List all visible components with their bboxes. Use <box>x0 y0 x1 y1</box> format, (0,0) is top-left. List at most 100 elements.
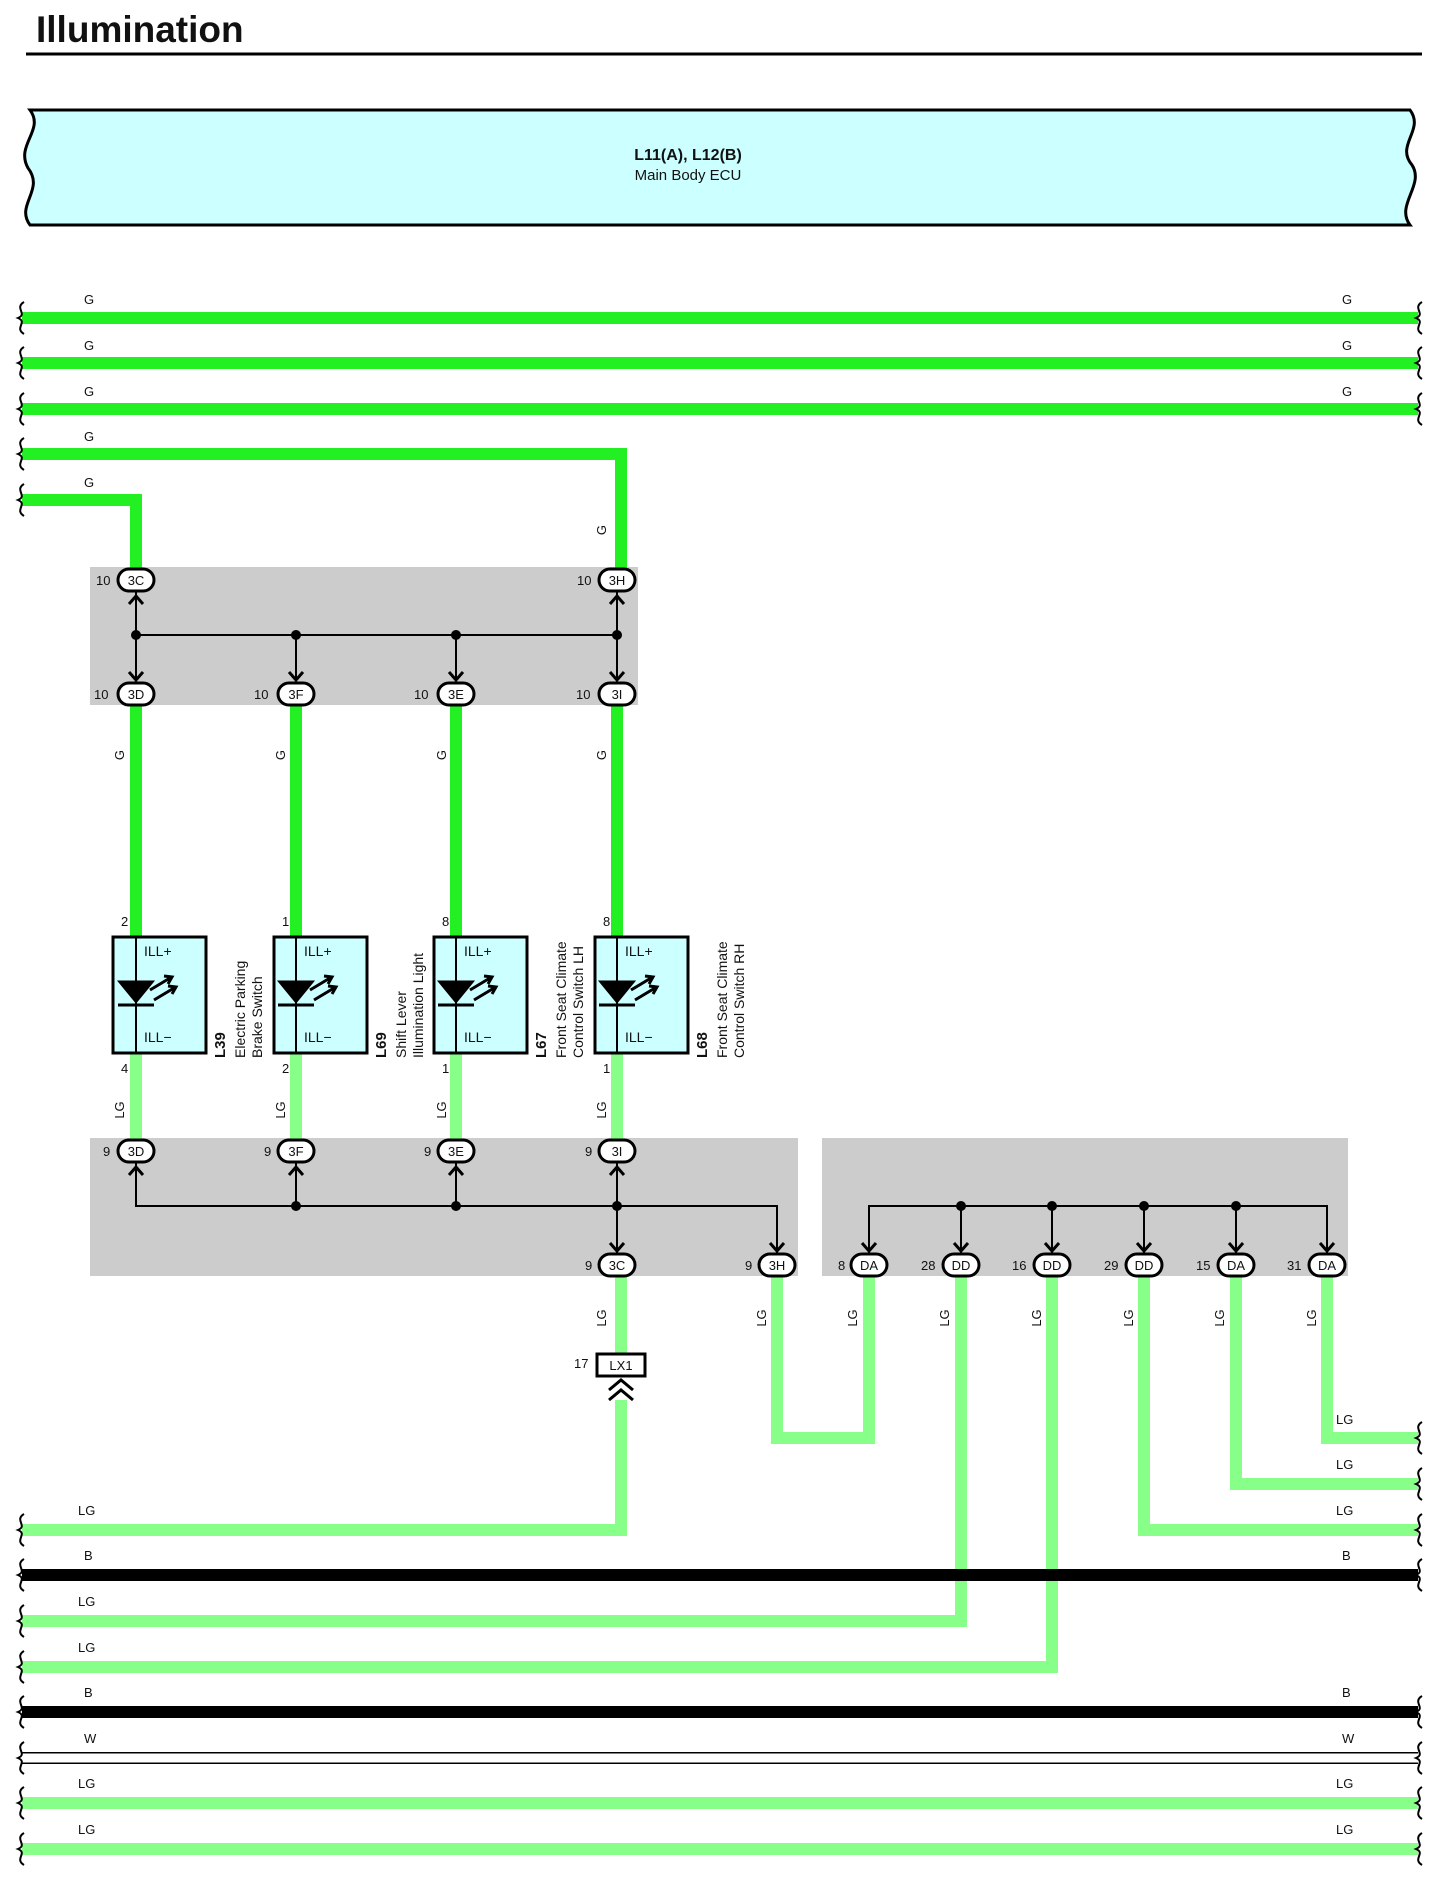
connector-pill-icon <box>276 681 316 707</box>
component-l69: ILL+ ILL− 1 2 L69 Shift Lever Illuminati… <box>272 914 426 1076</box>
wire-label: G <box>594 750 609 760</box>
arrow-down-icon <box>1318 1242 1336 1254</box>
bus-label: B <box>84 1548 93 1563</box>
connector-pill-icon <box>597 1252 637 1278</box>
component-l68: ILL+ ILL− 8 1 L68 Front Seat Climate Con… <box>593 914 747 1076</box>
component-name: Illumination Light <box>410 953 426 1058</box>
bus-label: LG <box>78 1822 95 1837</box>
bus-break-left-icon <box>15 1558 25 1592</box>
wire-label: G <box>434 750 449 760</box>
arrow-up-icon <box>608 1164 626 1176</box>
junction-code: DA <box>860 1258 878 1273</box>
pin-number: 10 <box>577 573 591 588</box>
connector-pill-icon <box>1032 1252 1072 1278</box>
wire-label: G <box>112 750 127 760</box>
arrow-down-icon <box>1043 1242 1061 1254</box>
led-icon <box>436 937 499 1053</box>
bus-label-right: LG <box>1336 1503 1353 1518</box>
connector-chevron-icon <box>608 1378 634 1402</box>
bus-label: G <box>84 429 94 444</box>
bus-label-right: G <box>1342 338 1352 353</box>
arrow-up-icon <box>287 1164 305 1176</box>
bus-break-right-icon <box>1413 301 1423 335</box>
pin-number: 2 <box>282 1061 289 1076</box>
bus-break-left-icon <box>15 1786 25 1820</box>
component-name: Control Switch RH <box>731 944 747 1058</box>
ecu-code: L11(A), L12(B) <box>634 147 742 164</box>
bus-break-right-icon <box>1413 1695 1423 1729</box>
arrow-down-icon <box>127 671 145 683</box>
wire-label: LG <box>1029 1309 1044 1326</box>
pin-number: 17 <box>574 1356 588 1371</box>
terminal-ill-plus: ILL+ <box>304 943 332 959</box>
connector-pill-icon <box>436 1138 476 1164</box>
wire-label: LG <box>937 1309 952 1326</box>
ecu-name: Main Body ECU <box>635 167 742 184</box>
wire-lg <box>22 1400 627 1536</box>
splice-dot <box>291 1201 301 1211</box>
connector-pill-icon <box>849 1252 889 1278</box>
pin-number: 1 <box>442 1061 449 1076</box>
junction-code: 3I <box>612 1144 623 1159</box>
bus-break-left-icon <box>15 483 25 517</box>
pin-number: 10 <box>96 573 110 588</box>
splice-dot <box>956 1201 966 1211</box>
bus-break-left-icon <box>15 1741 25 1775</box>
bus-break-left-icon <box>15 1832 25 1866</box>
wires <box>15 301 1423 1866</box>
bus-label: G <box>84 384 94 399</box>
arrow-down-icon <box>287 671 305 683</box>
arrow-down-icon <box>768 1242 786 1254</box>
junction-code: 3H <box>769 1258 786 1273</box>
arrow-down-icon <box>447 671 465 683</box>
pin-number: 16 <box>1012 1258 1026 1273</box>
bus-label-right: LG <box>1336 1412 1353 1427</box>
splice-dot <box>1047 1201 1057 1211</box>
arrow-down-icon <box>1135 1242 1153 1254</box>
pin-number: 28 <box>921 1258 935 1273</box>
bus-label-right: W <box>1342 1731 1355 1746</box>
wire-label: LG <box>1212 1309 1227 1326</box>
wire-g-feed <box>22 494 142 578</box>
pin-number: 10 <box>254 687 268 702</box>
splice-dot <box>1231 1201 1241 1211</box>
component-name: Front Seat Climate <box>553 941 569 1058</box>
component-name: Control Switch LH <box>570 946 586 1058</box>
splice-dot <box>131 630 141 640</box>
bus-break-right-icon <box>1413 1558 1423 1592</box>
component-l67: ILL+ ILL− 8 1 L67 Front Seat Climate Con… <box>432 914 586 1076</box>
bus-break-right-icon <box>1413 1832 1423 1866</box>
bus-label-right: G <box>1342 384 1352 399</box>
arrow-down-icon <box>860 1242 878 1254</box>
vertical-wire-labels: G G G G G LG LG LG LG LG LG LG LG LG LG … <box>112 525 1319 1327</box>
arrow-up-icon <box>608 593 626 605</box>
wire-lg <box>22 1272 1058 1673</box>
terminal-ill-minus: ILL− <box>144 1029 172 1045</box>
junction-code: DD <box>952 1258 971 1273</box>
pin-number: 4 <box>121 1061 128 1076</box>
pin-number: 29 <box>1104 1258 1118 1273</box>
connector-pill-icon <box>116 567 156 593</box>
led-icon <box>276 937 339 1053</box>
terminal-ill-plus: ILL+ <box>625 943 653 959</box>
component-l39: ILL+ ILL− 2 4 L39 Electric Parking Brake… <box>111 914 265 1076</box>
bus-label-right: LG <box>1336 1822 1353 1837</box>
terminal-ill-plus: ILL+ <box>144 943 172 959</box>
junction-code: 3C <box>609 1258 626 1273</box>
bus-label-right: LG <box>1336 1457 1353 1472</box>
bus-break-right-icon <box>1413 1741 1423 1775</box>
junction-code: 3D <box>128 1144 145 1159</box>
connector-pill-icon <box>597 1138 637 1164</box>
component-code: L39 <box>212 1032 229 1058</box>
bus-label: B <box>84 1685 93 1700</box>
pin-number: 8 <box>442 914 449 929</box>
pin-number: 8 <box>603 914 610 929</box>
connector-pill-icon <box>116 681 156 707</box>
component-code: L67 <box>533 1032 550 1058</box>
connector-symbols <box>116 567 1347 1278</box>
connector-pill-icon <box>1124 1252 1164 1278</box>
pin-number: 9 <box>745 1258 752 1273</box>
junction-code: 3F <box>288 1144 303 1159</box>
